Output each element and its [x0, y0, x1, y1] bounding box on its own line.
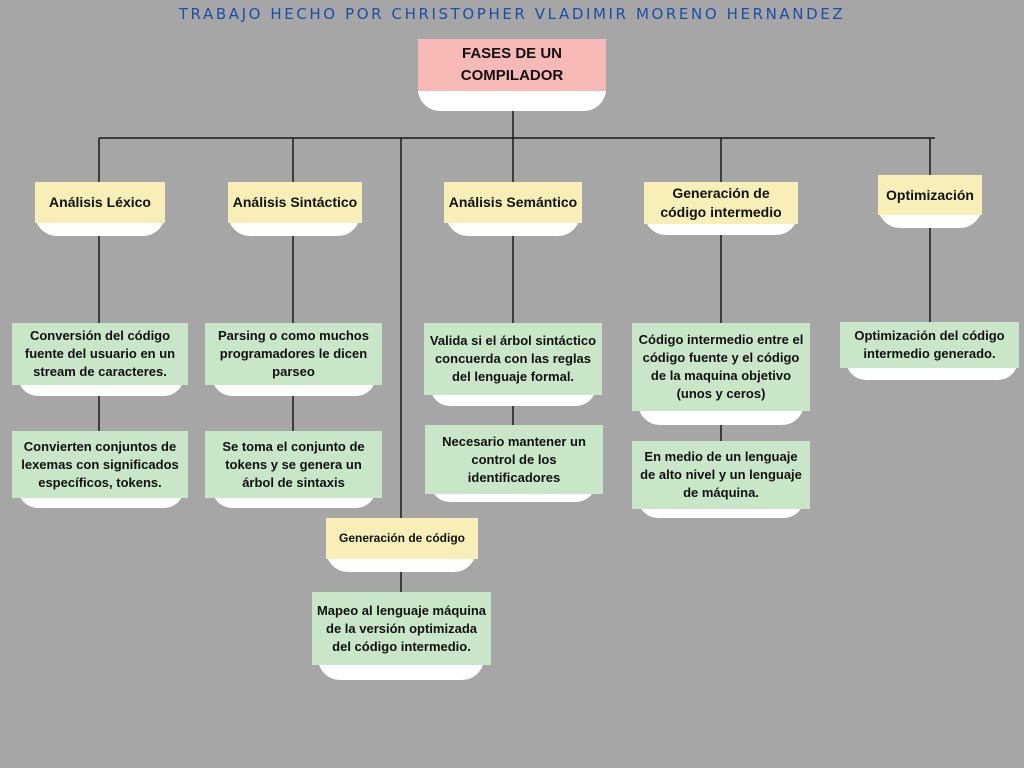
- phase-intermedio-desc-2-text: En medio de un lenguaje de alto nivel y …: [640, 449, 802, 500]
- phase-semantico-desc-1-text: Valida si el árbol sintáctico concuerda …: [429, 333, 597, 384]
- phase-intermedio-desc-1-text: Código intermedio entre el código fuente…: [638, 332, 804, 401]
- phase-sintactico-desc-1-text: Parsing o como muchos programadores le d…: [218, 328, 369, 379]
- phase-lexico-desc-2-text: Convierten conjuntos de lexemas con sign…: [21, 438, 179, 490]
- phase-lexico-desc-1: Conversión del código fuente del usuario…: [12, 323, 188, 385]
- phase-optimizacion-title-text: Optimización: [886, 186, 974, 203]
- phase-sintactico-desc-1: Parsing o como muchos programadores le d…: [205, 323, 382, 385]
- phase-intermedio-title-text: Generación de código intermedio: [660, 185, 782, 220]
- phase-sintactico-desc-2: Se toma el conjunto de tokens y se gener…: [205, 431, 382, 498]
- phase-generacion-desc-1: Mapeo al lenguaje máquina de la versión …: [312, 592, 491, 665]
- phase-lexico-title: Análisis Léxico: [35, 182, 165, 223]
- phase-semantico-desc-2: Necesario mantener un control de los ide…: [425, 425, 603, 494]
- phase-intermedio-desc-1: Código intermedio entre el código fuente…: [632, 323, 810, 411]
- phase-optimizacion-desc-1-text: Optimización del código intermedio gener…: [854, 328, 1005, 361]
- phase-optimizacion-desc-1: Optimización del código intermedio gener…: [840, 322, 1019, 368]
- root-node: FASES DE UN COMPILADOR: [418, 39, 606, 91]
- phase-intermedio-desc-2: En medio de un lenguaje de alto nivel y …: [632, 441, 810, 509]
- phase-lexico-desc-1-text: Conversión del código fuente del usuario…: [24, 328, 176, 379]
- phase-optimizacion-title: Optimización: [878, 175, 982, 215]
- phase-generacion-title: Generación de código: [326, 518, 478, 559]
- root-title: FASES DE UN COMPILADOR: [460, 45, 564, 84]
- phase-sintactico-title-text: Análisis Sintáctico: [232, 194, 358, 210]
- phase-semantico-title-text: Análisis Semántico: [448, 194, 578, 210]
- phase-semantico-desc-1: Valida si el árbol sintáctico concuerda …: [424, 323, 602, 395]
- phase-semantico-title: Análisis Semántico: [444, 182, 582, 223]
- author-credit: TRABAJO HECHO POR CHRISTOPHER VLADIMIR M…: [178, 5, 846, 23]
- phase-generacion-desc-1-text: Mapeo al lenguaje máquina de la versión …: [316, 602, 487, 654]
- phase-semantico-desc-2-text: Necesario mantener un control de los ide…: [442, 433, 586, 485]
- phase-lexico-title-text: Análisis Léxico: [49, 194, 151, 210]
- phase-sintactico-desc-2-text: Se toma el conjunto de tokens y se gener…: [222, 438, 365, 490]
- phase-generacion-title-text: Generación de código: [338, 531, 466, 545]
- phase-lexico-desc-2: Convierten conjuntos de lexemas con sign…: [12, 431, 188, 498]
- phase-intermedio-title: Generación de código intermedio: [644, 182, 798, 224]
- phase-sintactico-title: Análisis Sintáctico: [228, 182, 362, 223]
